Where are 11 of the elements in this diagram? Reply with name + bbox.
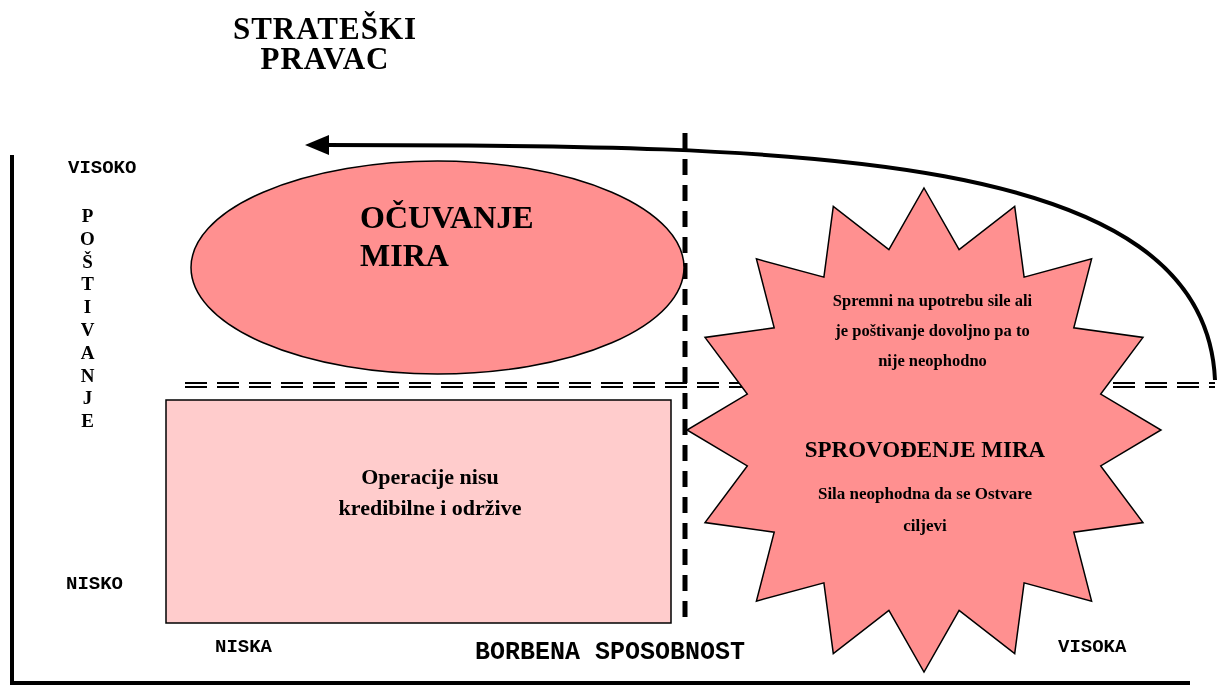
axis-label: VISOKO bbox=[68, 157, 137, 179]
axis-label: NISKA bbox=[215, 636, 272, 658]
axis-label: VISOKA bbox=[1058, 636, 1127, 658]
node-text: SPROVOĐENJE MIRA bbox=[803, 436, 1047, 464]
node-text: OČUVANJE MIRA bbox=[360, 198, 535, 274]
node-text: Spremni na upotrebu sile ali je poštivanje dovoljno pa to nije neophodno bbox=[831, 290, 1034, 372]
axis-title: BORBENA SPOSOBNOST bbox=[475, 638, 746, 667]
axis-title: POŠTIVANJE bbox=[79, 205, 96, 433]
node-text: Sila neophodna da se Ostvare ciljevi bbox=[816, 483, 1034, 537]
node-text: Operacije nisu kredibilne i održive bbox=[337, 463, 523, 522]
axis-label: NISKO bbox=[66, 573, 123, 595]
